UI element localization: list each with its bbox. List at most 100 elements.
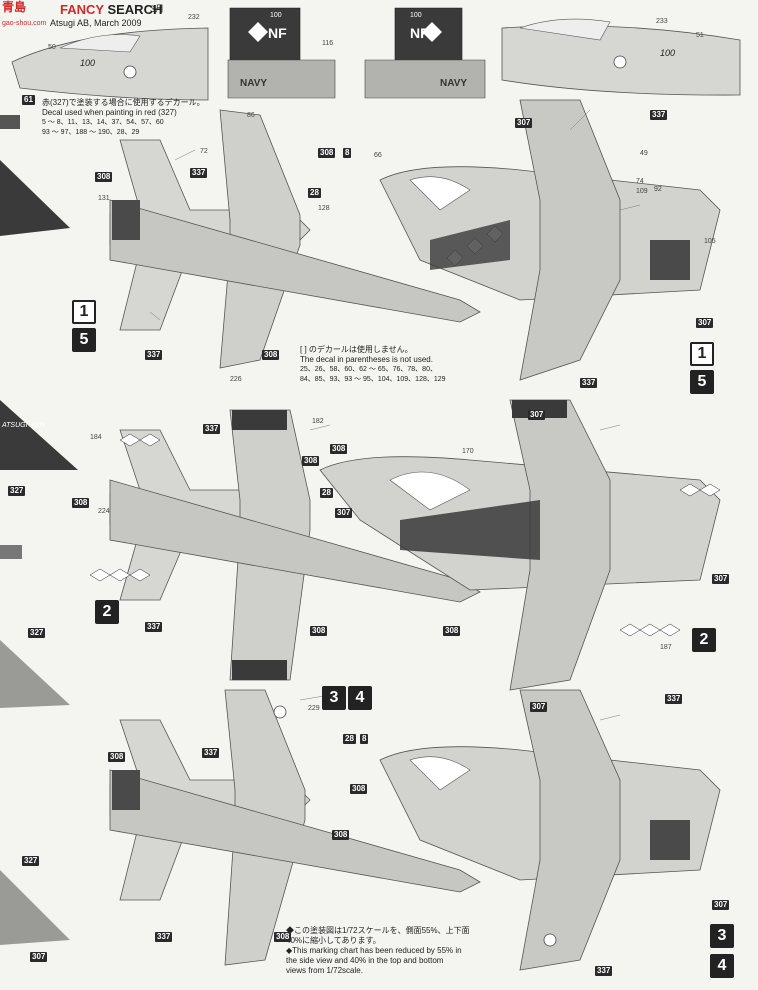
paint-badge: 337: [650, 110, 668, 120]
callout-number: 72: [200, 148, 208, 155]
paint-badge: 307: [515, 118, 533, 128]
brand-prefix: FANCY: [60, 2, 104, 17]
paint-badge: 337: [595, 966, 613, 976]
bottom-view-plane-3: [379, 689, 721, 971]
month-tag: 3月: [150, 4, 165, 14]
paint-badge: 337: [145, 622, 163, 632]
paint-badge: 337: [190, 168, 208, 178]
paren-note-line1: 25、26、58、60、62 ～ 65、76、78、80、: [300, 366, 437, 373]
scale-note-jp2: 40%に縮小してあります。: [286, 936, 381, 945]
variant-marker-3: 3: [322, 686, 346, 710]
paint-badge: 308: [310, 626, 328, 636]
tail-code-right: NF: [410, 25, 429, 41]
paint-badge: 8: [343, 148, 352, 158]
tail-view-right: [364, 7, 486, 99]
scale-note: ◆この塗装図は1/72スケールを、側面55%、上下面 40%に縮小してあります。…: [286, 926, 470, 976]
brand-logo: FANCY SEARCH: [60, 2, 163, 17]
callout-number: 74: [636, 178, 644, 185]
paint-badge: 28: [308, 188, 321, 198]
variant-marker-5-right: 5: [690, 370, 714, 394]
paint-badge: 308: [262, 350, 280, 360]
paint-badge: 307: [530, 702, 548, 712]
red-note-jp: 赤(327)で塗装する場合に使用するデカール。: [42, 98, 205, 107]
callout-number: 187: [660, 644, 672, 651]
callout-number: 49: [640, 150, 648, 157]
paren-note: [ ] のデカールは使用しません。 The decal in parenthes…: [300, 345, 446, 385]
paint-badge: 327: [28, 628, 46, 638]
tail-modex-left: 100: [270, 12, 282, 19]
callout-number: 86: [247, 112, 255, 119]
paint-badge: 307: [712, 574, 730, 584]
brand-suffix: SEARCH: [107, 2, 163, 17]
paint-badge: 8: [360, 734, 369, 744]
location-line: Atsugi AB, March 2009: [50, 18, 142, 28]
paint-badge: 308: [350, 784, 368, 794]
paint-badge: 337: [155, 932, 173, 942]
tail-code-left: NF: [268, 25, 287, 41]
leader-lines: [149, 109, 641, 721]
bottom-view-plane-1: [379, 99, 721, 381]
top-view-plane-1: [109, 109, 481, 369]
banner-text: ATSUGI 2009: [2, 422, 46, 429]
paint-badge: 307: [696, 318, 714, 328]
variant-marker-2-right: 2: [692, 628, 716, 652]
callout-number: 105: [704, 238, 716, 245]
callout-number: 51: [696, 32, 704, 39]
callout-number: 66: [374, 152, 382, 159]
variant-marker-4: 4: [348, 686, 372, 710]
paren-note-en: The decal in parentheses is not used.: [300, 355, 433, 364]
scale-note-en3: views from 1/72scale.: [286, 966, 363, 975]
callout-number: 116: [322, 40, 334, 47]
paint-badge: 307: [335, 508, 353, 518]
paint-badge: 308: [318, 148, 336, 158]
red-note-line2: 93 ～ 97、188 ～ 190、28、29: [42, 129, 140, 136]
callout-number: 92: [654, 186, 662, 193]
paint-badge: 308: [332, 830, 350, 840]
paint-badge: 28: [320, 488, 333, 498]
callout-number: 128: [318, 205, 330, 212]
variant-marker-1: 1: [72, 300, 96, 324]
paint-badge: 337: [203, 424, 221, 434]
variant-marker-1-right: 1: [690, 342, 714, 366]
watermark-url: gao-shou.com: [2, 20, 47, 27]
paint-badge: 308: [274, 932, 292, 942]
top-view-plane-2: [89, 409, 481, 681]
red-note-en: Decal used when painting in red (327): [42, 108, 177, 117]
callout-number: 182: [312, 418, 324, 425]
header-side-view-right: [501, 18, 741, 96]
variant-marker-2: 2: [95, 600, 119, 624]
paint-badge: 337: [580, 378, 598, 388]
callout-number: 226: [230, 376, 242, 383]
paint-badge: 28: [343, 734, 356, 744]
scale-note-en2: the side view and 40% in the top and bot…: [286, 956, 444, 965]
paint-badge: 308: [108, 752, 126, 762]
callout-number: 50: [48, 44, 56, 51]
callout-number: 229: [308, 705, 320, 712]
paint-badge: 307: [528, 410, 546, 420]
callout-number: 170: [462, 448, 474, 455]
navy-text-left: NAVY: [240, 78, 268, 89]
callout-number: 224: [98, 508, 110, 515]
side-modex-right: 100: [660, 48, 676, 58]
paint-badge: 308: [330, 444, 348, 454]
paint-badge: 337: [202, 748, 220, 758]
paren-note-line2: 84、85、93、93 ～ 95、104、109、128、129: [300, 376, 446, 383]
callout-number: 184: [90, 434, 102, 441]
scale-note-jp1: ◆この塗装図は1/72スケールを、側面55%、上下面: [286, 926, 470, 935]
paint-badge: 307: [30, 952, 48, 962]
red-note-line1: 5 ～ 8、11、13、14、37、54、57、60: [42, 119, 164, 126]
red-note: 赤(327)で塗装する場合に使用するデカール。 Decal used when …: [42, 98, 205, 138]
paint-badge: 308: [95, 172, 113, 182]
watermark-logo: 青島: [2, 0, 27, 14]
paint-badge: 308: [443, 626, 461, 636]
paint-badge: 327: [8, 486, 26, 496]
tail-view-left: [227, 7, 336, 99]
callout-number: 233: [656, 18, 668, 25]
side-modex-left: 100: [80, 58, 96, 68]
paint-badge: 307: [712, 900, 730, 910]
paren-note-jp: [ ] のデカールは使用しません。: [300, 345, 413, 354]
variant-marker-5: 5: [72, 328, 96, 352]
paint-badge: 61: [22, 95, 35, 105]
